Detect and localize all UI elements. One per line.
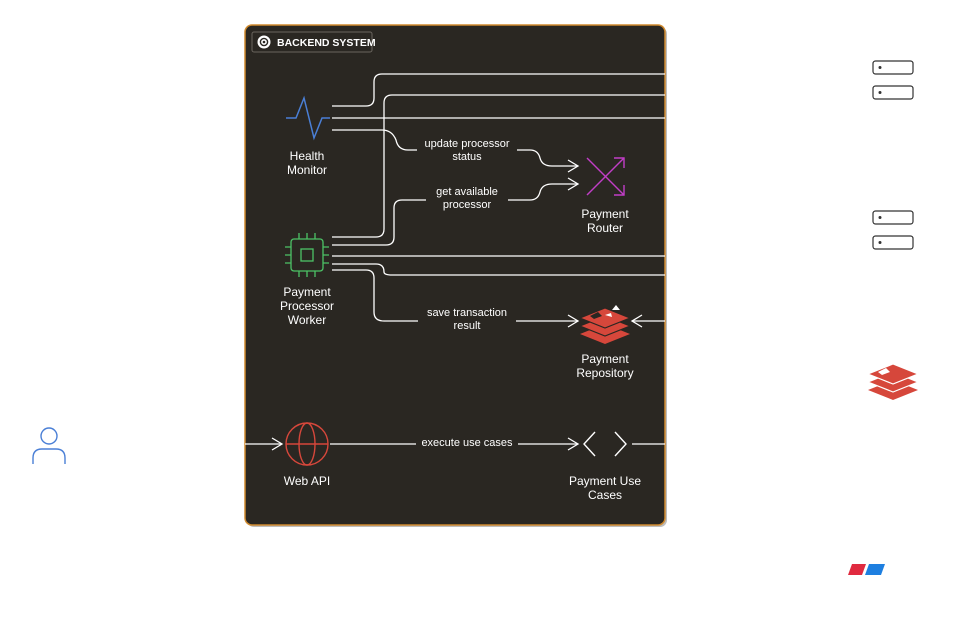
wire-worker-4 xyxy=(332,263,665,276)
svg-text:save transaction: save transaction xyxy=(427,307,507,319)
server-icon-2[interactable] xyxy=(872,210,914,250)
arrow-user-webapi xyxy=(271,437,284,451)
redis-external-icon[interactable] xyxy=(866,361,920,400)
arrow-health-router xyxy=(567,159,580,173)
worker-label-3: Worker xyxy=(288,313,326,327)
edge-label-get-processor: get available processor xyxy=(426,185,508,212)
svg-text:processor: processor xyxy=(443,199,492,211)
backend-system-group: BACKEND SYSTEM xyxy=(244,24,667,527)
brand-logo-icon xyxy=(848,564,885,575)
arrow-webapi-usecases xyxy=(567,437,580,451)
health-monitor-label-1: Health xyxy=(290,149,325,163)
repository-label-1: Payment xyxy=(581,352,629,366)
use-cases-label-2: Cases xyxy=(588,488,622,502)
web-api-label: Web API xyxy=(284,474,330,488)
server-icon-1[interactable] xyxy=(872,60,914,100)
user-icon[interactable] xyxy=(32,427,66,464)
wire-worker-1 xyxy=(332,94,665,238)
payment-repository-node[interactable]: Payment Repository xyxy=(576,305,634,380)
web-api-node[interactable]: Web API xyxy=(284,422,330,488)
payment-router-node[interactable]: Payment Router xyxy=(581,157,629,235)
payment-router-label-2: Router xyxy=(587,221,623,235)
code-brackets-icon xyxy=(583,431,627,457)
redis-icon xyxy=(578,305,632,344)
group-title-box xyxy=(251,31,373,53)
pulse-icon xyxy=(286,95,330,141)
svg-text:status: status xyxy=(452,151,482,163)
edge-label-update-status: update processor status xyxy=(417,136,517,164)
svg-text:update processor: update processor xyxy=(425,138,510,150)
svg-text:get available: get available xyxy=(436,186,498,198)
worker-label-1: Payment xyxy=(283,285,331,299)
shuffle-icon xyxy=(586,157,625,196)
wire-health-1 xyxy=(332,73,665,107)
arrow-worker-repo xyxy=(567,314,580,328)
payment-processor-worker-node[interactable]: Payment Processor Worker xyxy=(280,233,334,327)
use-cases-label-1: Payment Use xyxy=(569,474,641,488)
group-title: BACKEND SYSTEM xyxy=(277,37,376,49)
health-monitor-label-2: Monitor xyxy=(287,163,327,177)
wire-worker-to-repo xyxy=(332,269,578,322)
arrow-external-repo xyxy=(630,314,643,328)
payment-router-label-1: Payment xyxy=(581,207,629,221)
svg-text:execute use cases: execute use cases xyxy=(421,437,513,449)
arrow-worker-router xyxy=(567,177,580,191)
worker-label-2: Processor xyxy=(280,299,334,313)
repository-label-2: Repository xyxy=(576,366,633,380)
edge-label-save-result: save transaction result xyxy=(418,306,516,333)
svg-text:result: result xyxy=(454,320,481,332)
edge-label-execute: execute use cases xyxy=(416,436,518,450)
wire-worker-to-router xyxy=(332,183,578,246)
group-icon xyxy=(257,35,271,49)
globe-icon xyxy=(285,422,329,466)
cpu-chip-icon xyxy=(285,233,329,277)
payment-use-cases-node[interactable]: Payment Use Cases xyxy=(569,431,641,502)
health-monitor-node[interactable]: Health Monitor xyxy=(286,95,330,177)
